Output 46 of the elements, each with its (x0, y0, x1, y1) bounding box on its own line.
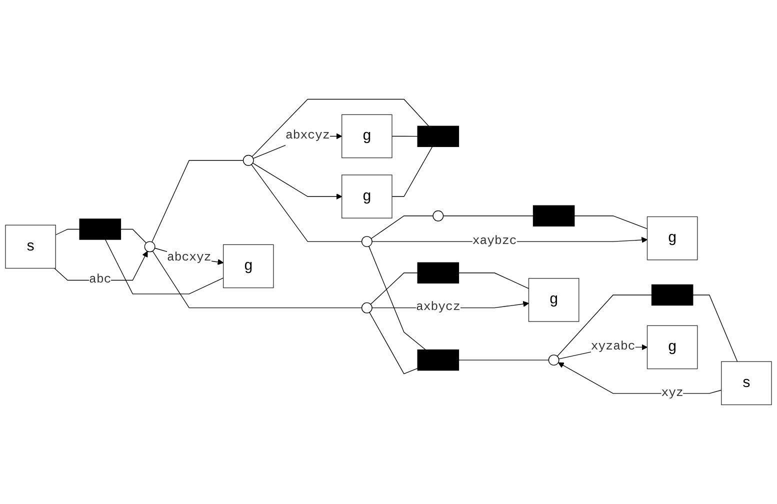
connector (152, 160, 244, 242)
node-circle (242, 154, 254, 166)
edge-label: axbycz (416, 300, 460, 314)
node-box: s (721, 361, 772, 406)
node-circle (432, 210, 444, 222)
connector (368, 246, 426, 350)
arrow (252, 162, 342, 200)
node-box: g (646, 325, 698, 370)
node-circle (144, 241, 156, 252)
connector (251, 164, 362, 242)
arrow (54, 251, 148, 281)
node-box: g (342, 174, 392, 218)
edge-label: abc (89, 273, 112, 287)
edge-label: xyzabc (590, 340, 636, 354)
node-box: s (5, 224, 56, 269)
connector (458, 272, 530, 289)
connector (369, 312, 418, 374)
node-bar (417, 126, 460, 148)
connector (692, 294, 738, 362)
connector (152, 250, 362, 308)
connector (252, 98, 430, 158)
connector (370, 216, 434, 239)
edge-label: abxcyz (285, 129, 330, 143)
node-bar (79, 218, 122, 240)
node-bar (532, 205, 575, 226)
node-box: g (342, 114, 392, 158)
node-box: g (222, 244, 274, 288)
node-circle (361, 302, 372, 314)
arrow (558, 362, 722, 394)
node-circle (548, 354, 560, 366)
connector (556, 294, 652, 357)
edge-label: xaybzc (472, 234, 517, 248)
connector (392, 136, 418, 137)
node-circle (361, 236, 372, 248)
edge-label: abcxyz (166, 250, 212, 264)
connector (370, 272, 418, 305)
connector (120, 228, 147, 244)
node-bar (651, 284, 694, 306)
node-box: g (646, 216, 698, 260)
connector (574, 216, 648, 230)
connector (55, 228, 80, 236)
edge-label: xyz (661, 386, 684, 400)
node-bar (417, 262, 460, 284)
connector (392, 146, 433, 197)
node-bar (417, 349, 460, 371)
node-box: g (528, 278, 580, 322)
